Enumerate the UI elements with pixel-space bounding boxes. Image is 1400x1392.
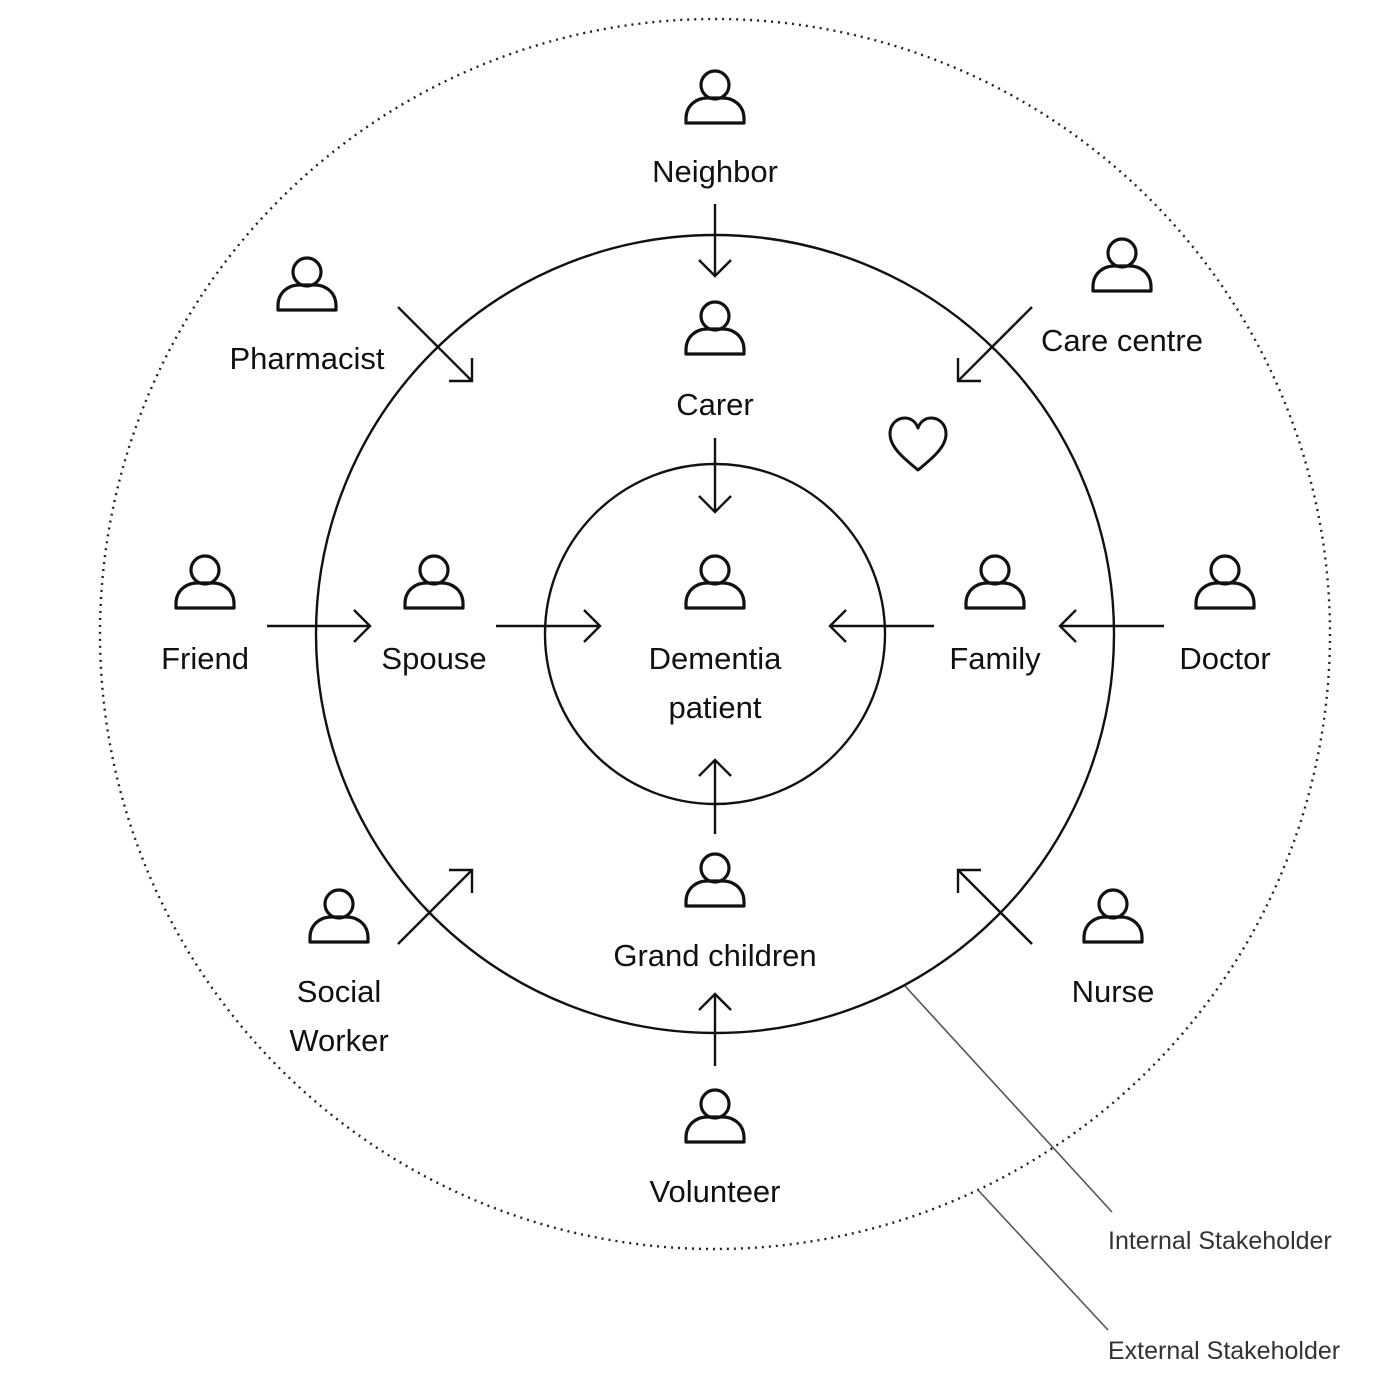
nurse-label: Nurse	[1072, 974, 1155, 1009]
arrow-carecentre-to-inner	[956, 306, 1033, 383]
care-centre-label: Care centre	[1041, 323, 1203, 358]
person-icon-patient	[684, 554, 746, 610]
social-worker-label-line2: Worker	[289, 1023, 388, 1058]
spouse-label: Spouse	[381, 641, 486, 676]
arrow-spouse-to-patient	[496, 609, 602, 643]
patient-label-line2: patient	[668, 690, 761, 725]
person-icon-neighbor	[684, 69, 746, 125]
internal-leader-line	[904, 985, 1113, 1213]
neighbor-label: Neighbor	[652, 154, 778, 189]
grand-children-label: Grand children	[613, 938, 816, 973]
person-icon-friend	[174, 554, 236, 610]
person-icon-care-centre	[1091, 237, 1153, 293]
pharmacist-label: Pharmacist	[229, 341, 384, 376]
arrow-pharmacist-to-inner	[397, 306, 474, 383]
social-worker-label-line1: Social	[297, 974, 381, 1009]
volunteer-label: Volunteer	[650, 1174, 781, 1209]
arrow-carer-to-patient	[698, 438, 732, 514]
external-leader-line	[977, 1189, 1109, 1331]
arrow-doctor-to-family	[1058, 609, 1164, 643]
person-icon-carer	[684, 300, 746, 356]
arrow-neighbor-to-carer	[698, 204, 732, 278]
person-icon-social-worker	[308, 888, 370, 944]
patient-label-line1: Dementia	[649, 641, 782, 676]
person-icon-nurse	[1082, 888, 1144, 944]
doctor-label: Doctor	[1179, 641, 1270, 676]
person-icon-family	[964, 554, 1026, 610]
arrow-grandchildren-to-patient	[698, 758, 732, 834]
arrow-socialworker-to-inner	[397, 868, 474, 945]
arrow-volunteer-to-grandchildren	[698, 992, 732, 1066]
person-icon-doctor	[1194, 554, 1256, 610]
arrow-family-to-patient	[828, 609, 934, 643]
person-icon-volunteer	[684, 1088, 746, 1144]
carer-label: Carer	[676, 387, 754, 422]
family-label: Family	[949, 641, 1041, 676]
arrow-nurse-to-inner	[956, 868, 1033, 945]
person-icon-grandchildren	[684, 852, 746, 908]
heart-icon	[888, 416, 948, 472]
patient-ring	[543, 462, 887, 806]
legend-external-stakeholder: External Stakeholder	[1108, 1337, 1340, 1365]
legend-internal-stakeholder: Internal Stakeholder	[1108, 1227, 1332, 1255]
arrow-friend-to-spouse	[267, 609, 372, 643]
external-stakeholder-ring	[98, 17, 1332, 1251]
person-icon-spouse	[403, 554, 465, 610]
friend-label: Friend	[161, 641, 249, 676]
person-icon-pharmacist	[276, 256, 338, 312]
